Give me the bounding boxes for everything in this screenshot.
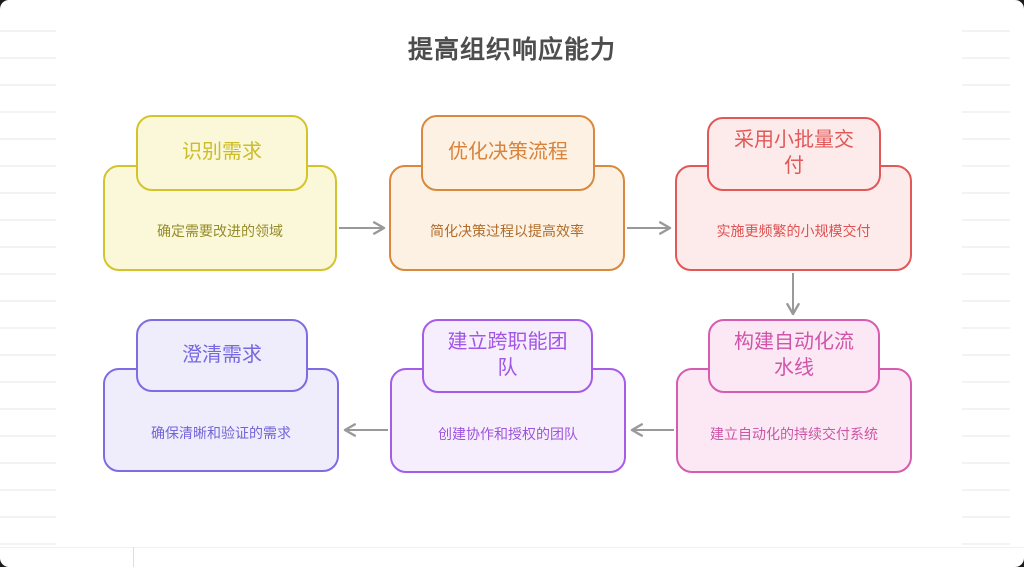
node-title[interactable]: 构建自动化流水线 <box>708 319 880 393</box>
node-title[interactable]: 建立跨职能团队 <box>422 319 593 393</box>
notebook-lines-left <box>0 0 56 547</box>
node-title-label: 识别需求 <box>182 141 262 164</box>
node-title-label: 建立跨职能团队 <box>447 331 568 379</box>
notebook-lines-right <box>962 0 1010 547</box>
node-title-label: 澄清需求 <box>182 343 262 366</box>
node-title[interactable]: 采用小批量交付 <box>707 117 881 191</box>
node-description: 创建协作和授权的团队 <box>438 425 578 442</box>
node-title-label: 优化决策流程 <box>448 141 568 164</box>
footer-vertical-divider <box>133 547 134 567</box>
node-description: 建立自动化的持续交付系统 <box>710 425 878 442</box>
node-title[interactable]: 优化决策流程 <box>421 115 595 191</box>
footer-divider <box>0 547 1024 548</box>
node-description: 确定需要改进的领域 <box>157 223 283 239</box>
node-description: 实施更频繁的小规模交付 <box>716 223 871 239</box>
node-description: 确保清晰和验证的需求 <box>151 425 291 441</box>
node-title[interactable]: 澄清需求 <box>136 319 308 392</box>
node-title[interactable]: 识别需求 <box>136 115 308 191</box>
node-description: 简化决策过程以提高效率 <box>430 223 584 239</box>
node-title-label: 构建自动化流水线 <box>734 331 854 379</box>
diagram-title: 提高组织响应能力 <box>407 36 616 64</box>
node-title-label: 采用小批量交付 <box>734 129 854 177</box>
